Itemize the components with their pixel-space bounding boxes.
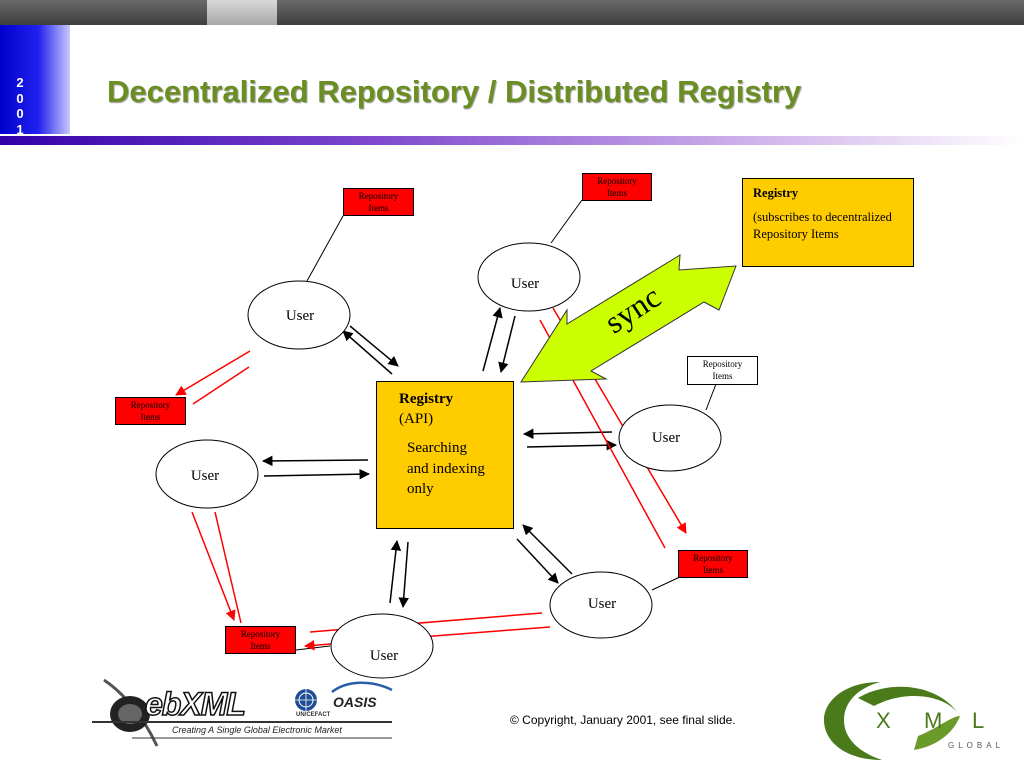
uncefact-label: UN/CEFACT xyxy=(296,712,331,718)
red-arrow xyxy=(192,366,250,405)
repository-items-box: Repository Items xyxy=(343,188,414,216)
arrow xyxy=(526,439,618,451)
repository-items-box: Repository Items xyxy=(115,397,186,425)
repository-items-line1: Repository xyxy=(693,553,733,563)
year-digit: 2 xyxy=(16,75,24,90)
ebxml-logo xyxy=(92,678,393,747)
user-ellipse xyxy=(247,280,351,350)
red-arrow xyxy=(191,511,236,621)
user-label: User xyxy=(651,430,681,446)
central-registry-title: Registry xyxy=(399,391,454,407)
year-digit: 1 xyxy=(16,121,24,137)
subscribing-registry-box: Registry (subscribes to decentralized Re… xyxy=(742,178,914,267)
arrow xyxy=(522,428,613,440)
user-ellipse xyxy=(549,571,653,639)
central-registry-subtitle: (API) xyxy=(399,411,434,427)
arrow xyxy=(389,539,402,604)
repository-items-box: Repository Items xyxy=(678,550,748,578)
red-arrow xyxy=(214,511,242,624)
red-arrow xyxy=(175,350,251,396)
sync-arrow xyxy=(520,254,737,383)
repository-items-line2: Items xyxy=(140,412,161,422)
arrow xyxy=(516,538,559,584)
central-registry-box: Registry (API) Searching and indexing on… xyxy=(376,381,514,529)
arrow xyxy=(398,541,409,609)
repository-items-line2: Items xyxy=(368,203,389,213)
repository-items-box: Repository Items xyxy=(687,356,758,385)
xml-global-word: GLOBAL xyxy=(948,741,1005,750)
user-label: User xyxy=(285,308,315,324)
ebxml-tagline: Creating A Single Global Electronic Mark… xyxy=(172,725,342,735)
repository-items-box: Repository Items xyxy=(582,173,652,201)
user-label: User xyxy=(510,276,540,292)
arrow xyxy=(263,468,371,480)
user-nodes xyxy=(155,242,722,679)
arrow xyxy=(522,524,573,575)
connector-line xyxy=(306,215,344,282)
year-digit: 0 xyxy=(16,90,24,106)
arrow xyxy=(261,455,369,467)
year-digit: 0 xyxy=(16,106,24,121)
connector-line xyxy=(550,199,583,244)
connector-line xyxy=(705,383,717,411)
oasis-label: OASIS xyxy=(333,694,377,710)
year-label: 2 0 0 1 xyxy=(0,75,40,137)
copyright-notice: © Copyright, January 2001, see final sli… xyxy=(510,713,736,727)
xml-global-letter: X xyxy=(876,708,891,733)
oasis-logo xyxy=(331,681,393,694)
central-registry-description: Searching and indexing only xyxy=(407,440,485,497)
repository-items-line1: Repository xyxy=(597,176,637,186)
user-label: User xyxy=(369,648,399,664)
repository-items-line2: Items xyxy=(607,188,627,198)
arrow xyxy=(498,315,516,374)
black-arrows xyxy=(261,306,618,609)
connector-line xyxy=(295,645,331,651)
user-ellipse xyxy=(155,439,259,509)
user-ellipse xyxy=(477,242,581,312)
repository-items-line1: Repository xyxy=(358,191,399,201)
user-ellipse xyxy=(330,613,434,679)
xml-global-letter: L xyxy=(972,708,985,733)
slide-title: Decentralized Repository / Distributed R… xyxy=(107,74,802,109)
repository-items-line2: Items xyxy=(712,371,733,381)
repository-items-box: Repository Items xyxy=(225,626,296,654)
top-bar xyxy=(0,0,1024,25)
ebxml-logo-text: ebXML xyxy=(144,685,246,723)
arrow xyxy=(482,306,503,372)
year-sidebar: 2 0 0 1 xyxy=(0,25,70,137)
subscribing-registry-title: Registry xyxy=(753,186,799,200)
subscribing-registry-description: (subscribes to decentralized Repository … xyxy=(753,210,892,241)
user-label: User xyxy=(190,468,220,484)
connector-line xyxy=(651,575,683,591)
xml-global-logo xyxy=(824,682,960,760)
user-ellipse xyxy=(618,404,722,472)
user-label: User xyxy=(587,596,617,612)
arrow xyxy=(342,330,393,375)
top-bar-tab xyxy=(207,0,277,25)
repository-items-line2: Items xyxy=(703,565,723,575)
repository-items-line1: Repository xyxy=(130,400,171,410)
un-emblem-icon xyxy=(295,689,317,711)
title-underline xyxy=(0,136,1024,145)
repository-items-line1: Repository xyxy=(240,629,281,639)
repository-items-line2: Items xyxy=(250,641,271,651)
xml-global-letter: M xyxy=(924,708,943,733)
repository-items-line1: Repository xyxy=(702,359,743,369)
arrow xyxy=(349,325,399,367)
